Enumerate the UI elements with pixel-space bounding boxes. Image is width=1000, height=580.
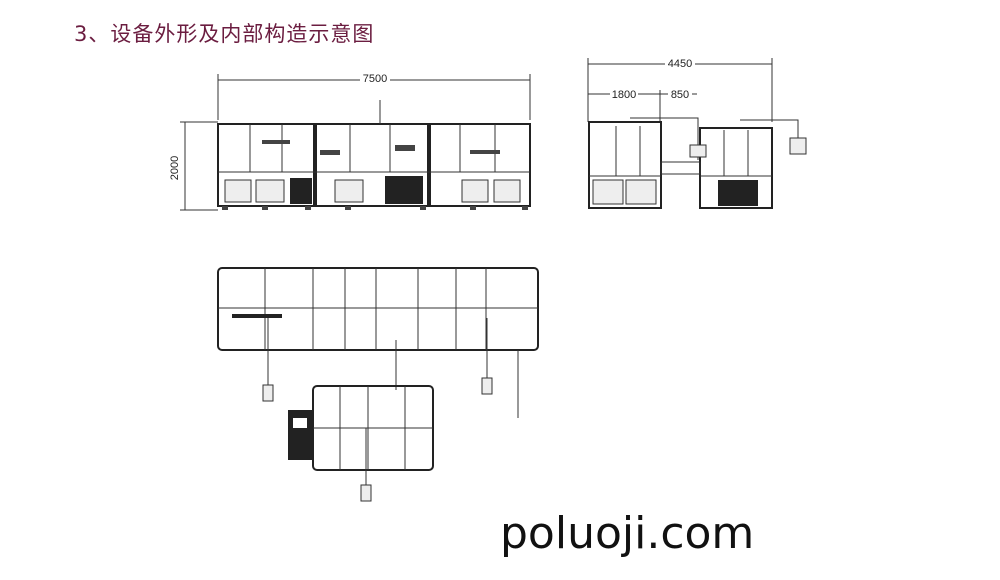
- side-width-label: 4450: [668, 58, 692, 70]
- top-control-cabinet: [288, 410, 312, 460]
- side-view: 4450 1800 850: [587, 57, 807, 209]
- front-module-2: [315, 123, 429, 207]
- cable-arm: [740, 119, 799, 140]
- monitor: [689, 144, 707, 158]
- conveyor: [660, 161, 701, 175]
- section-title: 3、设备外形及内部构造示意图: [74, 22, 375, 46]
- side-left-label: 1800: [612, 89, 636, 101]
- front-width-label: 7500: [363, 73, 387, 85]
- side-control-box: [789, 137, 807, 155]
- side-gap-label: 850: [671, 89, 689, 101]
- top-main-line: [217, 267, 539, 351]
- watermark: poluoji.com: [500, 508, 755, 559]
- top-view: [217, 267, 539, 502]
- front-height-label: 2000: [169, 156, 181, 180]
- front-module-3: [429, 123, 531, 207]
- front-view: 7500 2000: [169, 72, 531, 211]
